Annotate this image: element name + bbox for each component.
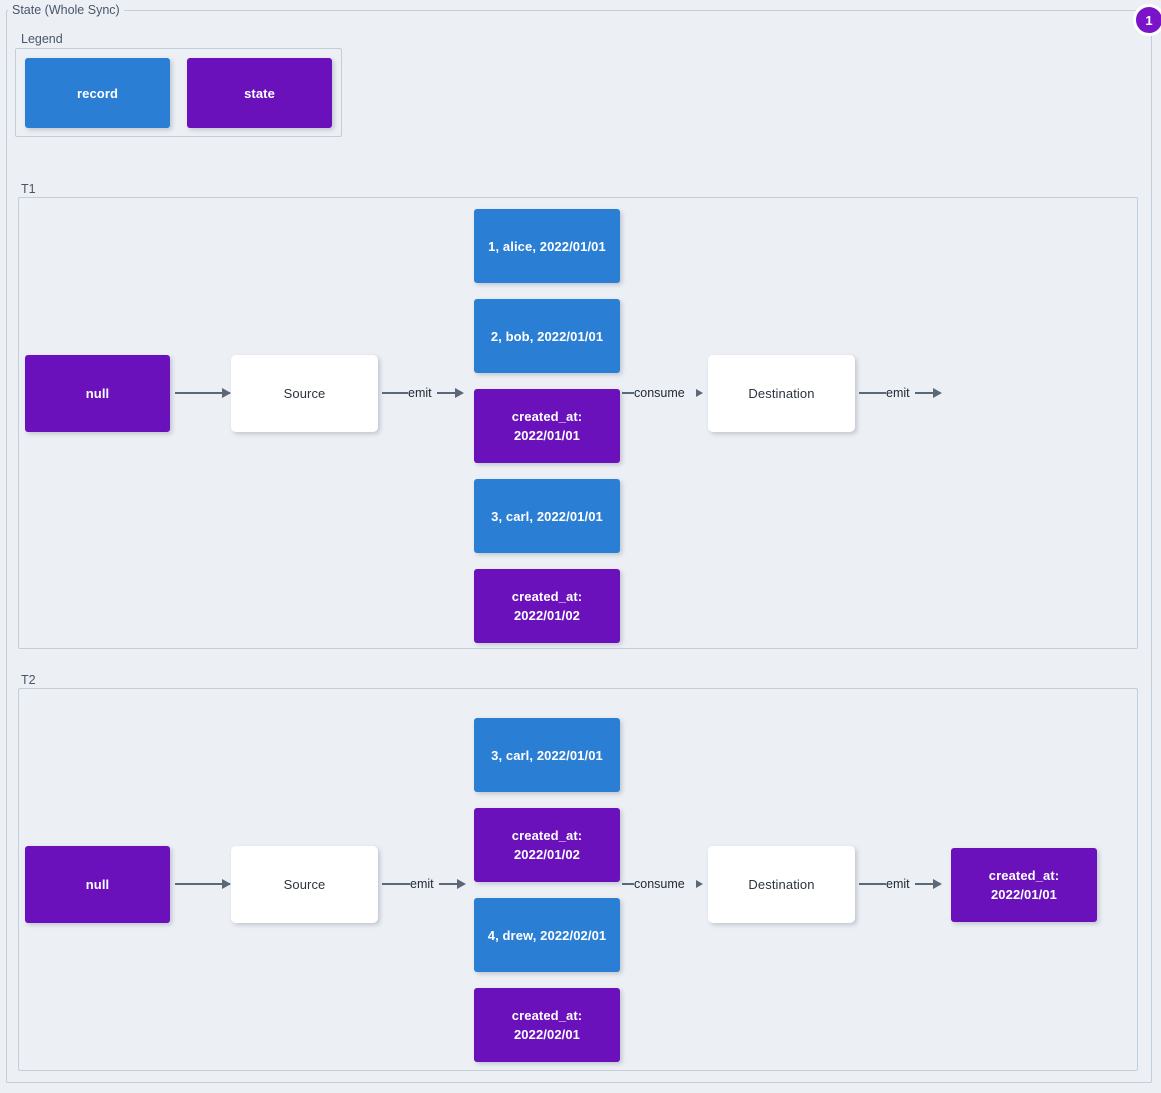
t2-stream-item-1: 3, carl, 2022/01/01 [474,718,620,792]
group-label-t2: T2 [17,673,40,687]
t2-stream-item-4: created_at: 2022/02/01 [474,988,620,1062]
t1-initial-state-node: null [25,355,170,432]
legend-title: Legend [17,32,67,46]
t2-stream-item-3: 4, drew, 2022/02/01 [474,898,620,972]
t2-edge-label-source-emit: emit [410,877,434,891]
t2-edge-label-consume: consume [634,877,685,891]
t1-stream-item-4: 3, carl, 2022/01/01 [474,479,620,553]
page-title: State (Whole Sync) [8,3,124,17]
t2-stream-item-2: created_at: 2022/01/02 [474,808,620,882]
legend-swatch-state: state [187,58,332,128]
t1-stream-item-5: created_at: 2022/01/02 [474,569,620,643]
t1-stream-item-3: created_at: 2022/01/01 [474,389,620,463]
t2-final-state-node: created_at: 2022/01/01 [951,848,1097,922]
t2-source-node: Source [231,846,378,923]
t1-stream-item-1: 1, alice, 2022/01/01 [474,209,620,283]
t2-edge-label-destination-emit: emit [886,877,910,891]
t2-initial-state-node: null [25,846,170,923]
t1-destination-node: Destination [708,355,855,432]
legend-swatch-record: record [25,58,170,128]
t1-edge-label-source-emit: emit [408,386,432,400]
t2-destination-node: Destination [708,846,855,923]
t1-edge-label-destination-emit: emit [886,386,910,400]
t1-stream-item-2: 2, bob, 2022/01/01 [474,299,620,373]
step-badge[interactable]: 1 [1133,4,1161,36]
t1-edge-label-consume: consume [634,386,685,400]
group-label-t1: T1 [17,182,40,196]
t1-source-node: Source [231,355,378,432]
